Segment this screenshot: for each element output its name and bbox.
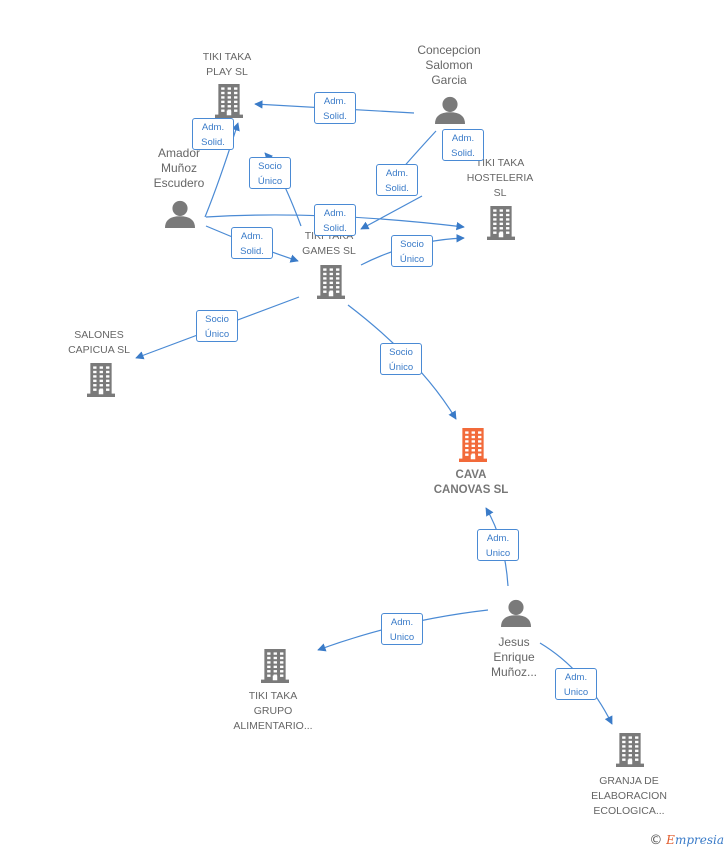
node-label-granja[interactable]: GRANJA DE ELABORACION ECOLOGICA...	[591, 775, 667, 817]
edge-label-10[interactable]: Socio Único	[380, 343, 422, 375]
copyright-symbol: ©	[649, 833, 663, 848]
edge-concepcion-to-tiki-taka-games	[360, 195, 423, 230]
person-icon[interactable]	[501, 599, 531, 632]
edge-label-11[interactable]: Adm. Unico	[477, 529, 519, 561]
person-icon[interactable]	[165, 200, 195, 233]
edge-label-13[interactable]: Adm. Unico	[555, 668, 597, 700]
edge-label-6[interactable]: Adm. Solid.	[314, 204, 356, 236]
edge-label-2[interactable]: Adm. Solid.	[192, 118, 234, 150]
edge-label-1[interactable]: Adm. Solid.	[314, 92, 356, 124]
node-label-amador[interactable]: Amador Muñoz Escudero	[153, 146, 205, 190]
brand-initial: E	[666, 833, 675, 847]
edge-label-5[interactable]: Adm. Solid.	[442, 129, 484, 161]
node-label-cava-canovas[interactable]: CAVA CANOVAS SL	[433, 469, 509, 496]
node-label-concepcion[interactable]: Concepcion Salomon Garcia	[417, 43, 481, 87]
edge-label-12[interactable]: Adm. Unico	[381, 613, 423, 645]
brand-name: mpresia	[674, 833, 724, 847]
building-icon[interactable]	[87, 363, 115, 402]
edge-amador-to-tiki-taka-play	[204, 122, 240, 218]
building-icon[interactable]	[261, 649, 289, 688]
edge-label-9[interactable]: Socio Único	[196, 310, 238, 342]
brand-watermark: © Empresia	[649, 833, 724, 848]
node-label-jesus[interactable]: Jesus Enrique Muñoz...	[490, 635, 538, 679]
node-label-tiki-taka-hosteleria[interactable]: TIKI TAKA HOSTELERIA SL	[466, 157, 534, 199]
building-icon[interactable]	[487, 206, 515, 245]
building-icon[interactable]	[317, 265, 345, 304]
node-label-tiki-taka-grupo[interactable]: TIKI TAKA GRUPO ALIMENTARIO...	[233, 690, 313, 732]
edge-label-8[interactable]: Socio Único	[391, 235, 433, 267]
building-icon[interactable]	[616, 733, 644, 772]
edge-label-7[interactable]: Adm. Solid.	[231, 227, 273, 259]
person-icon[interactable]	[435, 96, 465, 129]
building-icon[interactable]	[459, 428, 487, 467]
node-label-tiki-taka-play[interactable]: TIKI TAKA PLAY SL	[202, 51, 252, 78]
edge-label-3[interactable]: Socio Único	[249, 157, 291, 189]
edge-label-4[interactable]: Adm. Solid.	[376, 164, 418, 196]
node-label-salones-capicua[interactable]: SALONES CAPICUA SL	[68, 329, 130, 356]
building-icon[interactable]	[215, 84, 243, 123]
